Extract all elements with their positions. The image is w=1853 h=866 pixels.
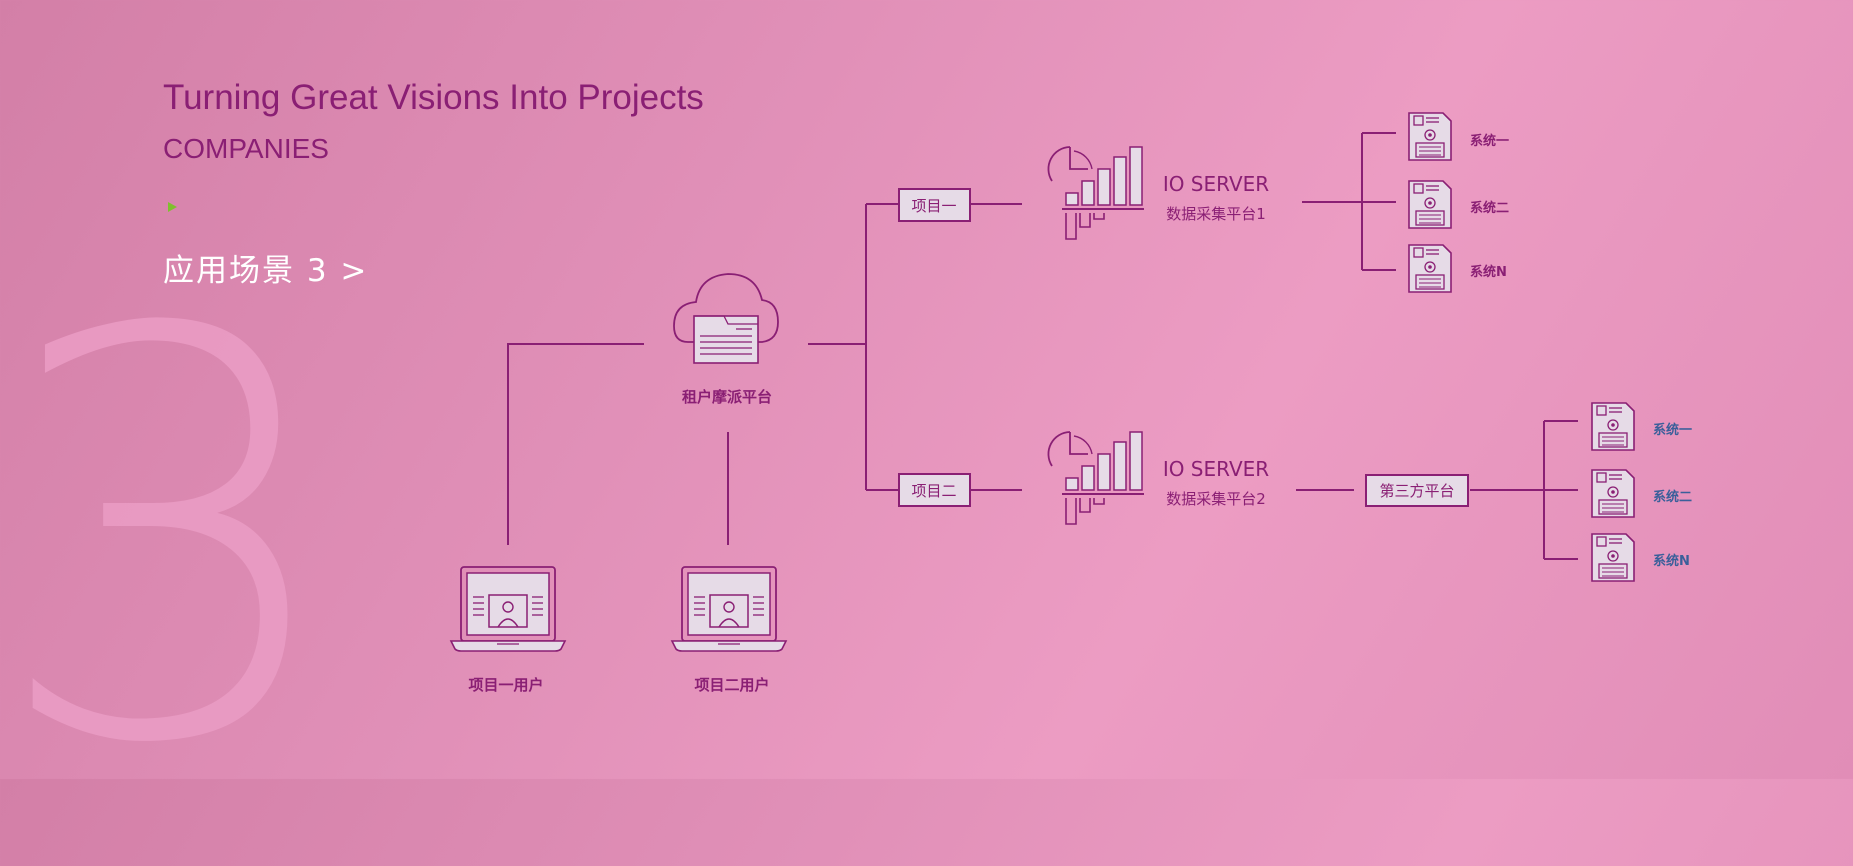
cloud-platform-icon [673,273,779,364]
floppy-disk-icon [1408,112,1452,161]
project1-label: 项目一 [911,197,956,215]
cloud-platform-label: 租户摩派平台 [682,388,772,406]
floppy-disk-icon [1591,533,1635,582]
architecture-diagram: 租户摩派平台 项目一用户 项目二用户 项目一 项目二 IO SERVER 数据采… [450,112,1692,694]
floppy-disk-icon [1591,469,1635,518]
floppy-disk-icon [1408,180,1452,229]
floppy-disk-icon [1408,244,1452,293]
server2-subtitle: 数据采集平台2 [1166,490,1266,508]
server1-title: IO SERVER [1163,172,1269,196]
laptop-user-icon [450,566,566,652]
project2-box [898,473,971,507]
group1-system-label: 系统一 [1470,133,1509,149]
user2-label: 项目二用户 [694,676,769,694]
scene-link[interactable]: 应用场景 3 > [163,253,369,289]
group1-system-label: 系统N [1470,264,1507,280]
io-server-icon [1047,431,1145,525]
big-number-3: 3 [0,214,347,866]
project1-box [898,188,971,222]
group1-system-label: 系统二 [1470,200,1509,216]
green-arrow-icon [168,202,177,212]
project2-label: 项目二 [911,482,956,500]
laptop-user-icon [671,566,787,652]
page-subtitle: COMPANIES [163,133,329,164]
group2-system-label: 系统二 [1653,489,1692,505]
user1-label: 项目一用户 [468,676,543,694]
floppy-disk-icon [1591,402,1635,451]
third-party-label: 第三方平台 [1379,482,1454,500]
server1-subtitle: 数据采集平台1 [1166,205,1266,223]
page-title: Turning Great Visions Into Projects [163,78,704,117]
group2-system-label: 系统N [1653,553,1690,569]
server2-title: IO SERVER [1163,457,1269,481]
group2-system-label: 系统一 [1653,422,1692,438]
third-party-box [1365,474,1469,507]
io-server-icon [1047,146,1145,240]
